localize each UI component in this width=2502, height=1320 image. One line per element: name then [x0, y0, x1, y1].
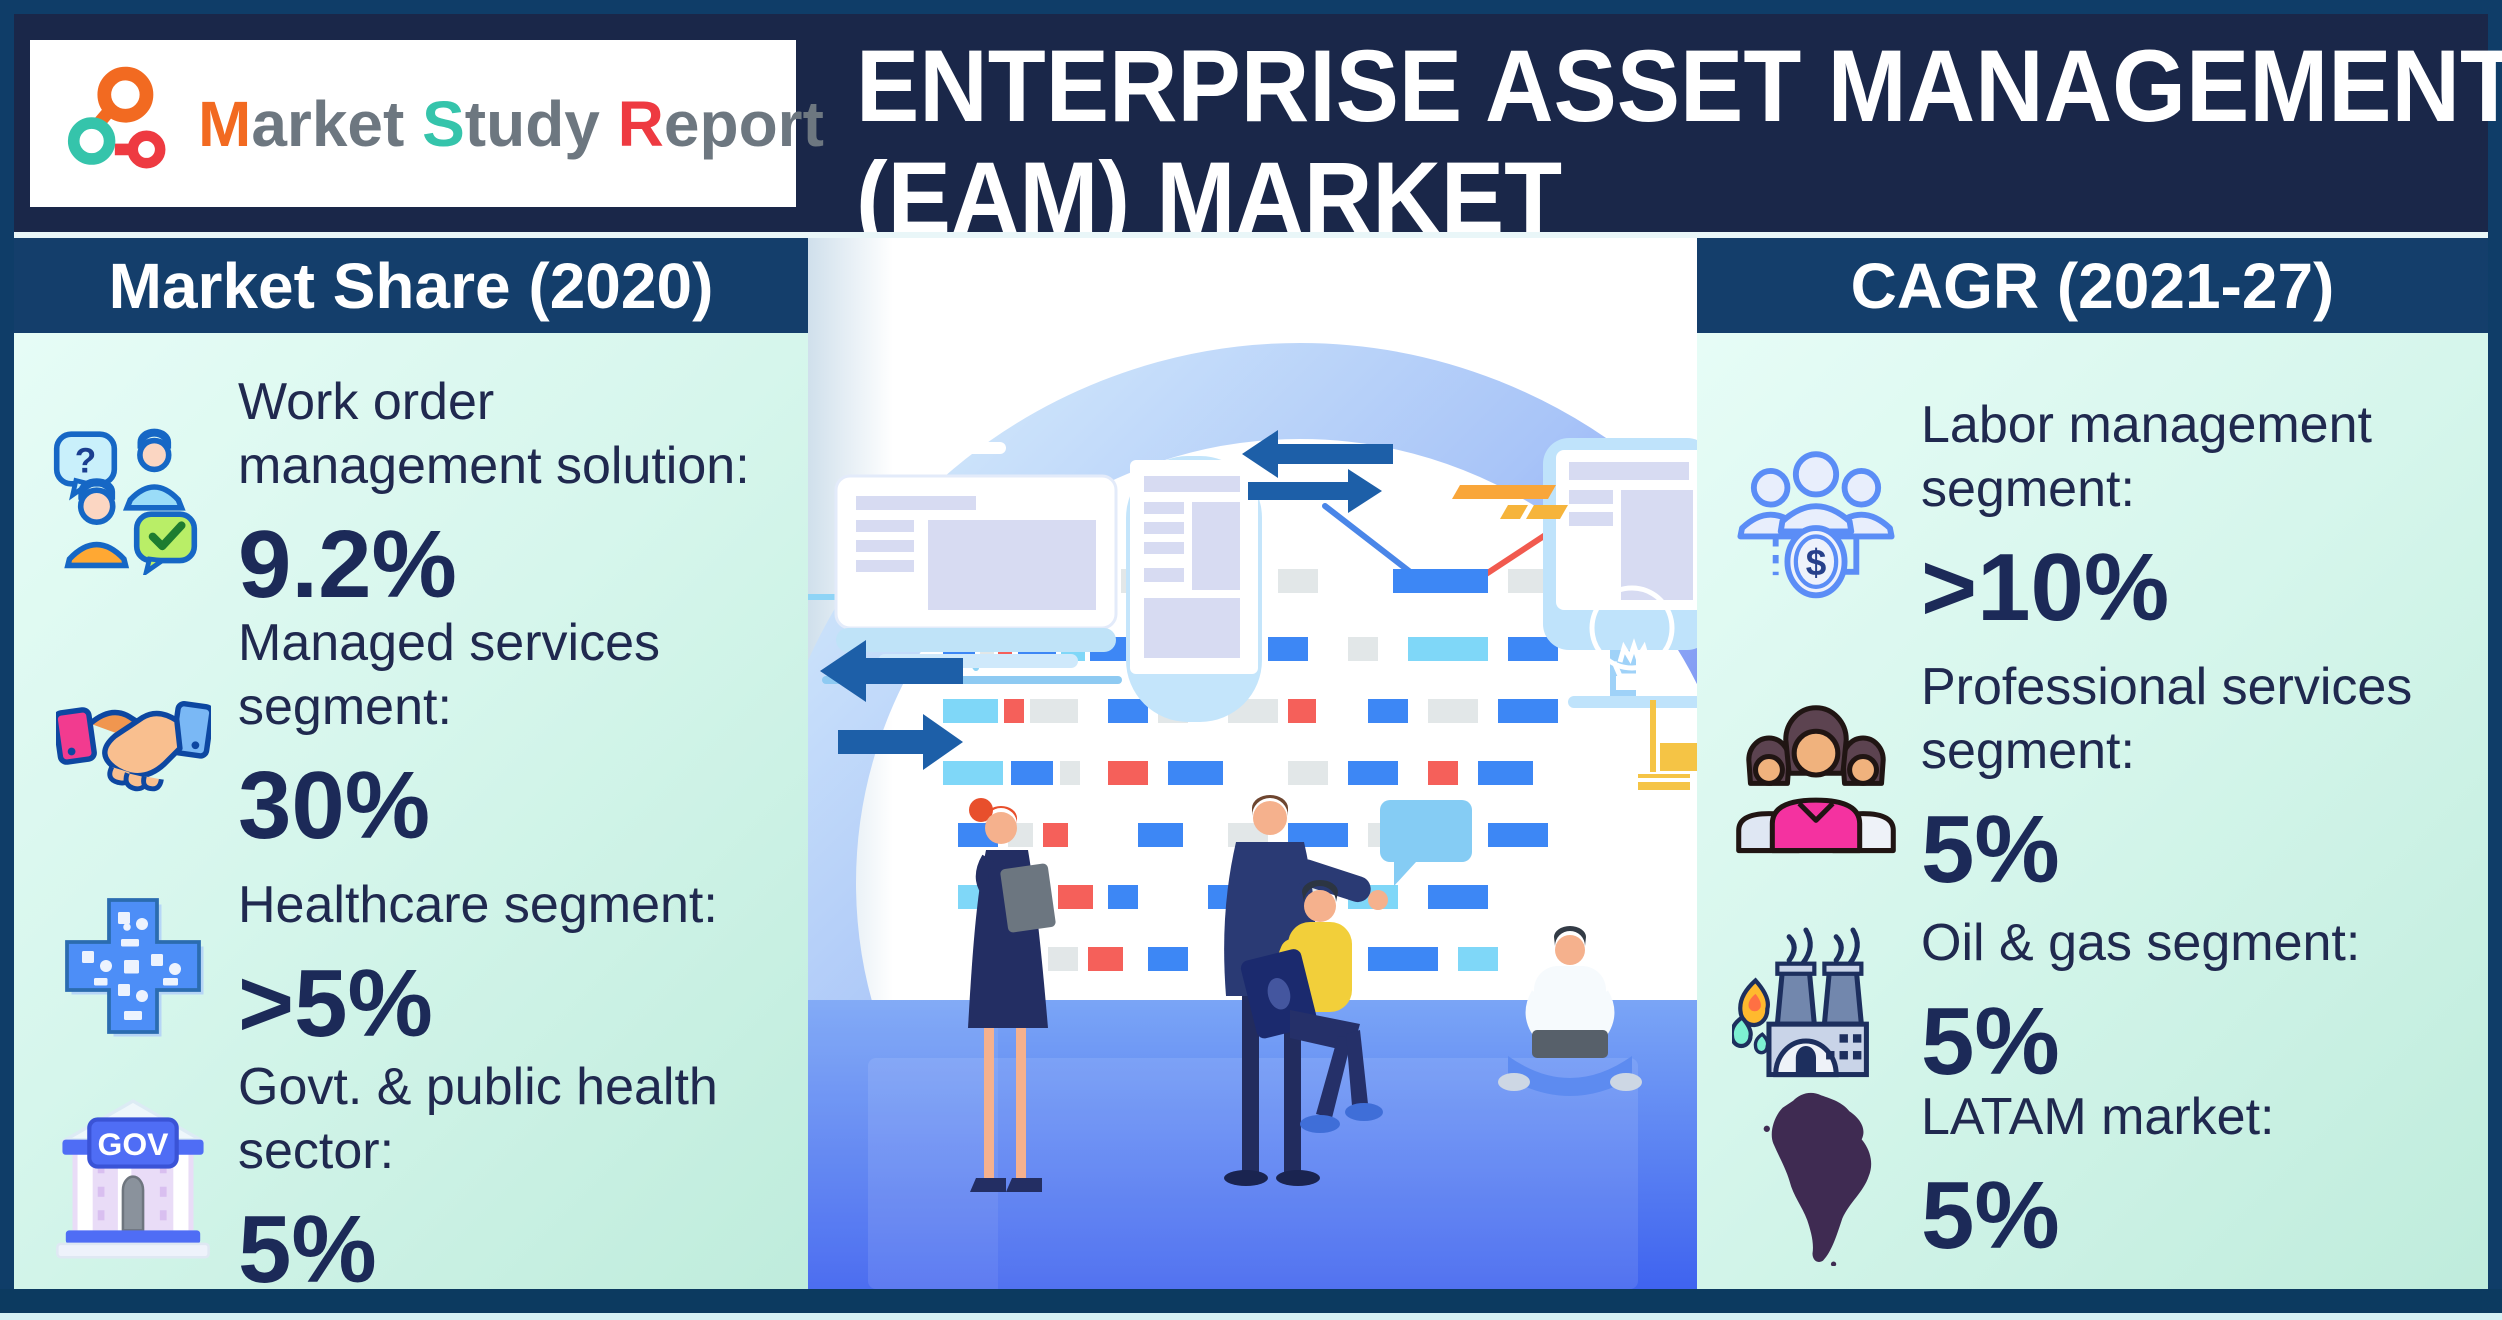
- item-label: Work order: [238, 373, 495, 431]
- latam-map-icon: [1727, 1090, 1905, 1266]
- exchange-arrows-icon: [820, 640, 963, 770]
- person-crosslegged-laptop: [1498, 926, 1642, 1096]
- center-illustration: [808, 238, 1697, 1289]
- list-item-oil-gas: Oil & gas segment: 5%: [1727, 911, 2476, 1097]
- list-item-govt-public-health: GOV Govt. & public health sector: 5%: [44, 1055, 796, 1305]
- person-yellow-laptop: [1240, 880, 1383, 1133]
- item-label: segment:: [1921, 460, 2135, 518]
- item-label: LATAM market:: [1921, 1088, 2275, 1146]
- item-label: segment:: [1921, 722, 2135, 780]
- item-label: Oil & gas segment:: [1921, 914, 2361, 972]
- exchange-arrows-icon: [1242, 430, 1393, 513]
- labor-group-icon: $: [1727, 434, 1905, 602]
- healthcare-cross-icon: [44, 891, 222, 1041]
- page-title-line1: ENTERPRISE ASSET MANAGEMENT: [856, 29, 2502, 143]
- gold-marks: [1638, 700, 1697, 790]
- oil-gas-icon: [1727, 920, 1905, 1088]
- tablet-icon: [1126, 456, 1262, 722]
- header-band: Market Study Report ENTERPRISE ASSET MAN…: [14, 14, 2502, 254]
- market-share-panel-title: Market Share (2020): [14, 238, 808, 333]
- item-value: 9.2%: [238, 511, 457, 618]
- orange-marks: [1452, 485, 1568, 519]
- svg-text:$: $: [1806, 542, 1827, 583]
- item-label: Healthcare segment:: [238, 876, 718, 934]
- item-value: 5%: [1921, 796, 2060, 903]
- handshake-icon: [44, 671, 222, 801]
- monitor-left-icon: [822, 474, 1122, 684]
- item-label: segment:: [238, 678, 452, 736]
- cagr-panel-title: CAGR (2021-27): [1697, 238, 2488, 333]
- team-icon: [1727, 696, 1905, 864]
- logo-letter-m: M: [198, 87, 252, 160]
- item-value: >10%: [1921, 534, 2170, 641]
- person-woman-tablet: [968, 798, 1056, 1192]
- brand-logo: Market Study Report: [30, 40, 824, 207]
- item-value: 5%: [238, 1196, 377, 1303]
- market-share-panel-body: ? Work order management solution:: [14, 333, 808, 1303]
- list-item-work-order: ? Work order management solution:: [44, 370, 796, 620]
- item-label: management solution:: [238, 437, 750, 495]
- logo-letter-s: S: [422, 87, 465, 160]
- ring-graphic: [808, 343, 1697, 1289]
- item-value: 30%: [238, 752, 431, 859]
- header-separator: [14, 232, 2488, 238]
- list-item-healthcare: Healthcare segment: >5%: [44, 873, 796, 1059]
- logo-letter-r: R: [617, 87, 664, 160]
- page-title: ENTERPRISE ASSET MANAGEMENT (EAM) MARKET: [856, 30, 2502, 254]
- item-label: Managed services: [238, 614, 660, 672]
- list-item-managed-services: Managed services segment: 30%: [44, 611, 796, 861]
- item-label: Professional services: [1921, 658, 2413, 716]
- svg-text:?: ?: [74, 442, 96, 481]
- item-label: Labor management: [1921, 396, 2372, 454]
- cagr-panel: CAGR (2021-27): [1697, 238, 2488, 1289]
- item-value: >5%: [238, 950, 433, 1057]
- brand-logo-icon: [60, 63, 176, 184]
- lightbulb-icon: [1589, 585, 1675, 690]
- consultation-icon: ?: [44, 415, 222, 575]
- white-dash: [938, 442, 1006, 454]
- list-item-latam: LATAM market: 5%: [1727, 1085, 2476, 1271]
- cagr-panel-body: $ Labor management segment: >10%: [1697, 333, 2488, 1289]
- bottom-edge: [0, 1313, 2502, 1320]
- item-label: sector:: [238, 1122, 395, 1180]
- govt-building-icon: GOV: [44, 1096, 222, 1264]
- list-item-labor-management: $ Labor management segment: >10%: [1727, 393, 2476, 643]
- item-value: 5%: [1921, 1162, 2060, 1269]
- speech-bubble-icon: [1380, 800, 1472, 886]
- list-item-professional-services: Professional services segment: 5%: [1727, 655, 2476, 905]
- brand-logo-text: Market Study Report: [198, 87, 824, 160]
- market-share-panel: Market Share (2020) ?: [14, 238, 808, 1303]
- svg-text:GOV: GOV: [98, 1126, 170, 1162]
- footer-bar: [0, 1289, 2502, 1313]
- item-value: 5%: [1921, 988, 2060, 1095]
- item-label: Govt. & public health: [238, 1058, 718, 1116]
- gantt-bars: [943, 569, 1626, 971]
